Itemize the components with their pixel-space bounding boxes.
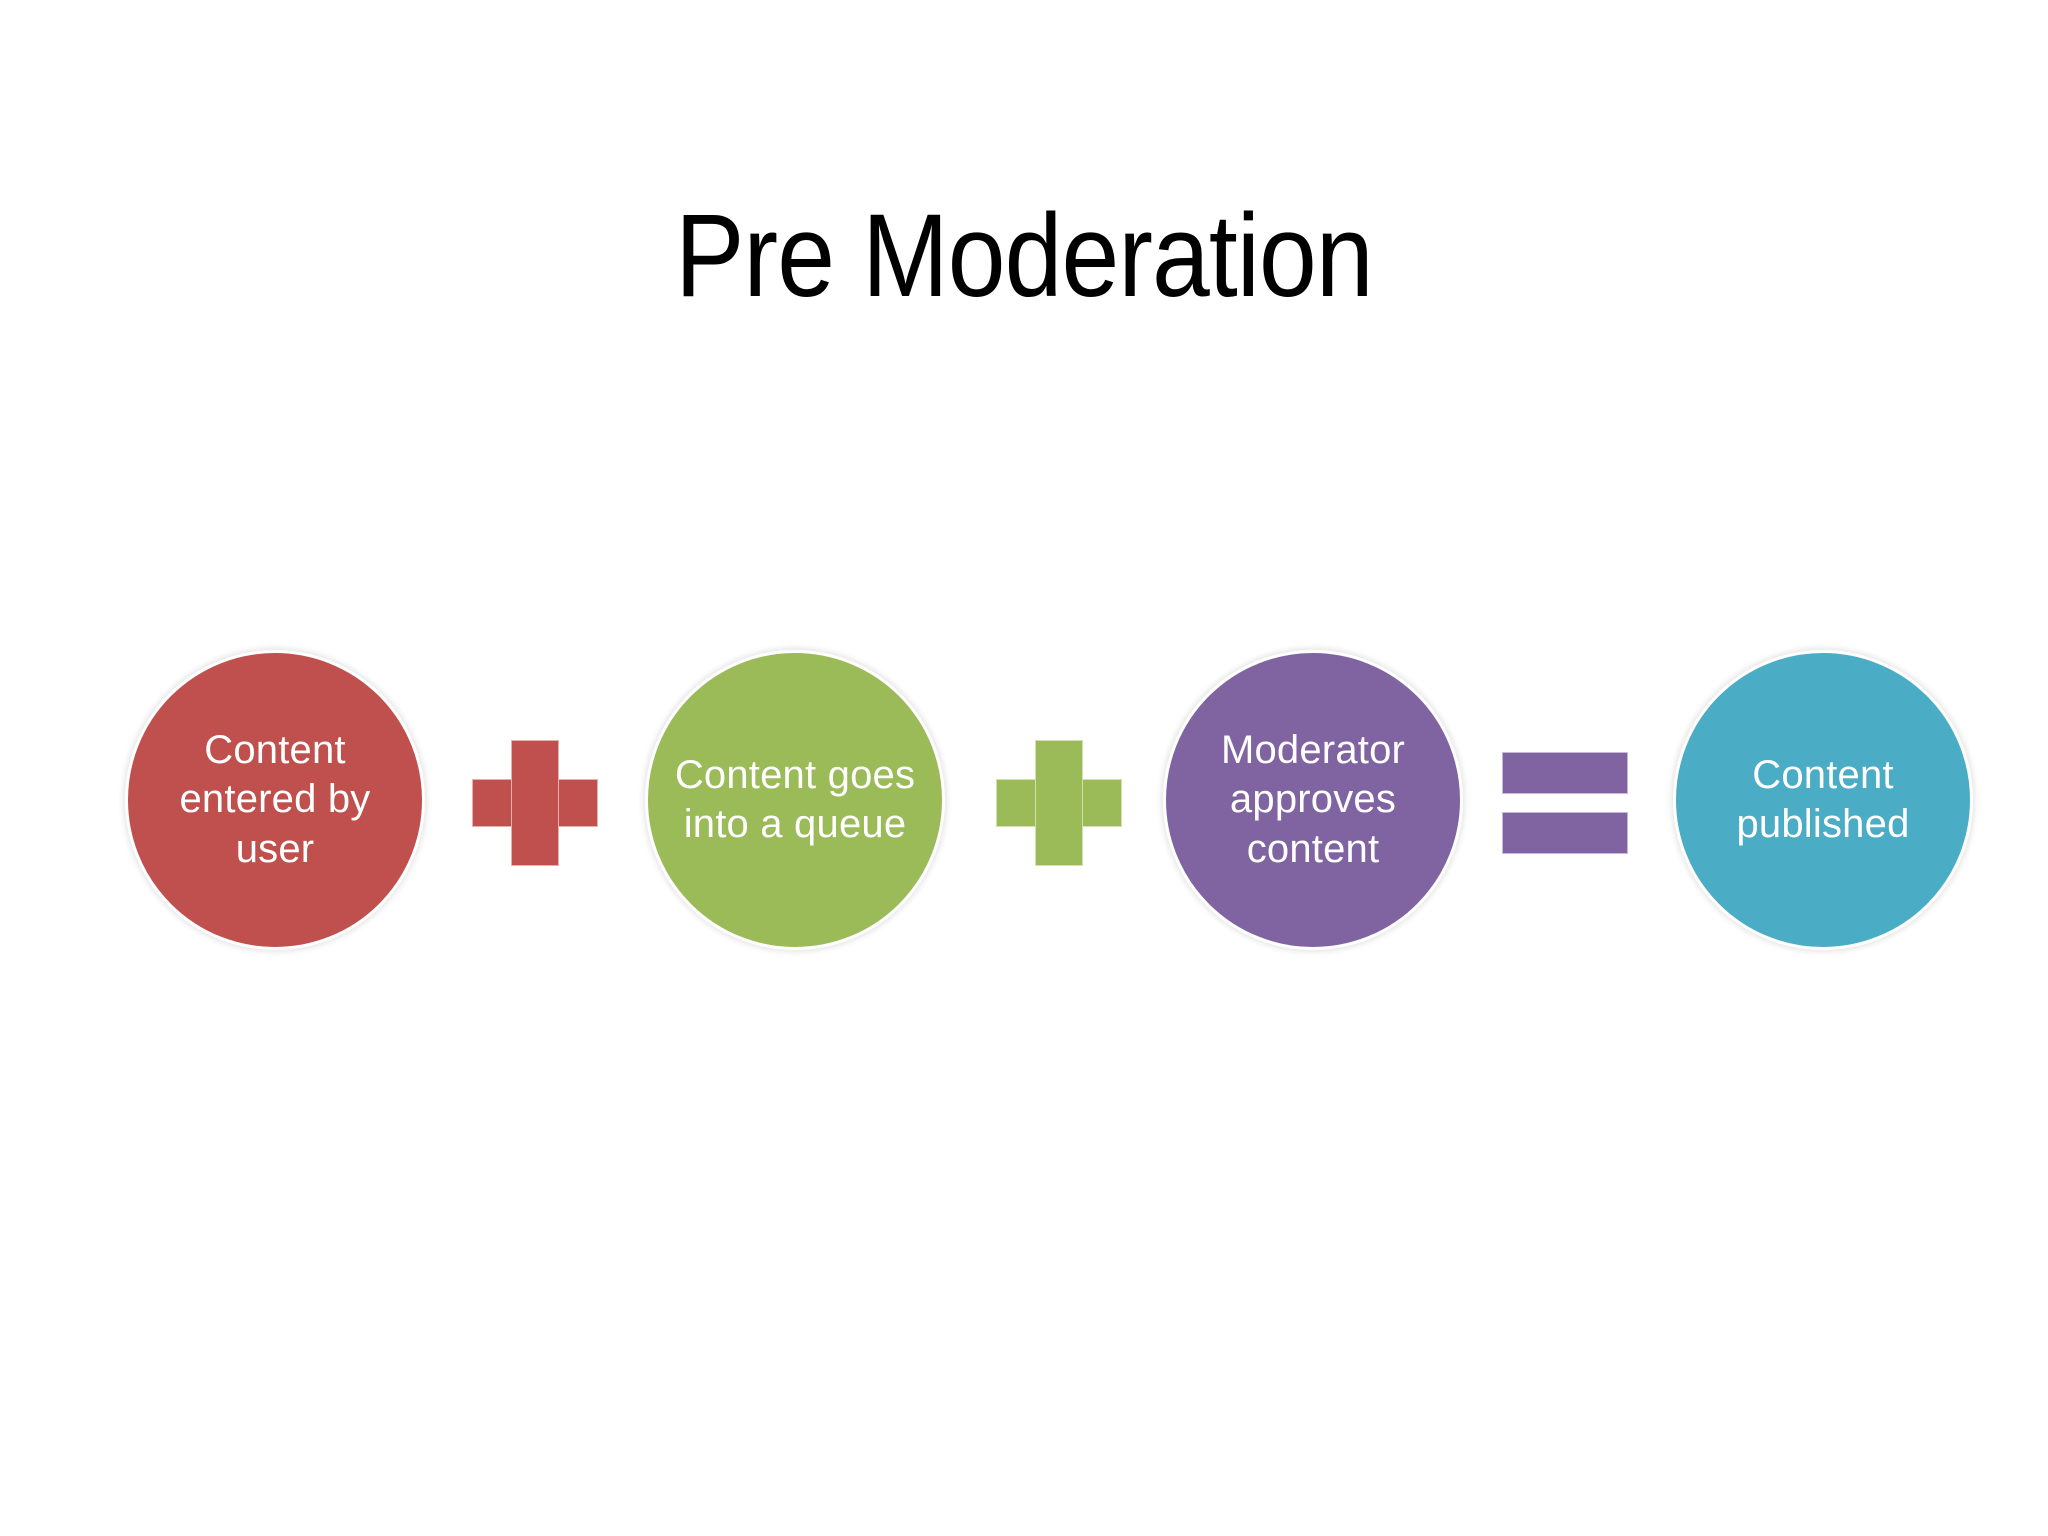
diagram-node-content-entered-by-user[interactable]: Content entered by user	[125, 650, 425, 950]
diagram-node-label: Content published	[1736, 752, 1910, 846]
equals-sign-icon	[1502, 752, 1628, 854]
diagram-node-moderator-approves-content[interactable]: Moderator approves content	[1163, 650, 1463, 950]
plus-sign-icon-1	[472, 740, 598, 866]
equals-bottom-bar	[1502, 812, 1628, 854]
plus-sign-icon-2	[996, 740, 1122, 866]
plus-vertical-bar	[1035, 740, 1083, 866]
diagram-node-label: Content entered by user	[179, 728, 371, 871]
diagram-node-label: Content goes into a queue	[674, 752, 916, 846]
diagram-node-content-published[interactable]: Content published	[1673, 650, 1973, 950]
diagram-node-content-goes-into-a-queue[interactable]: Content goes into a queue	[645, 650, 945, 950]
pre-moderation-flow-diagram: Content entered by user Content goes int…	[0, 650, 2048, 960]
page-title: Pre Moderation	[675, 190, 1374, 323]
diagram-node-label: Moderator approves content	[1220, 728, 1406, 871]
equals-top-bar	[1502, 752, 1628, 794]
plus-vertical-bar	[511, 740, 559, 866]
